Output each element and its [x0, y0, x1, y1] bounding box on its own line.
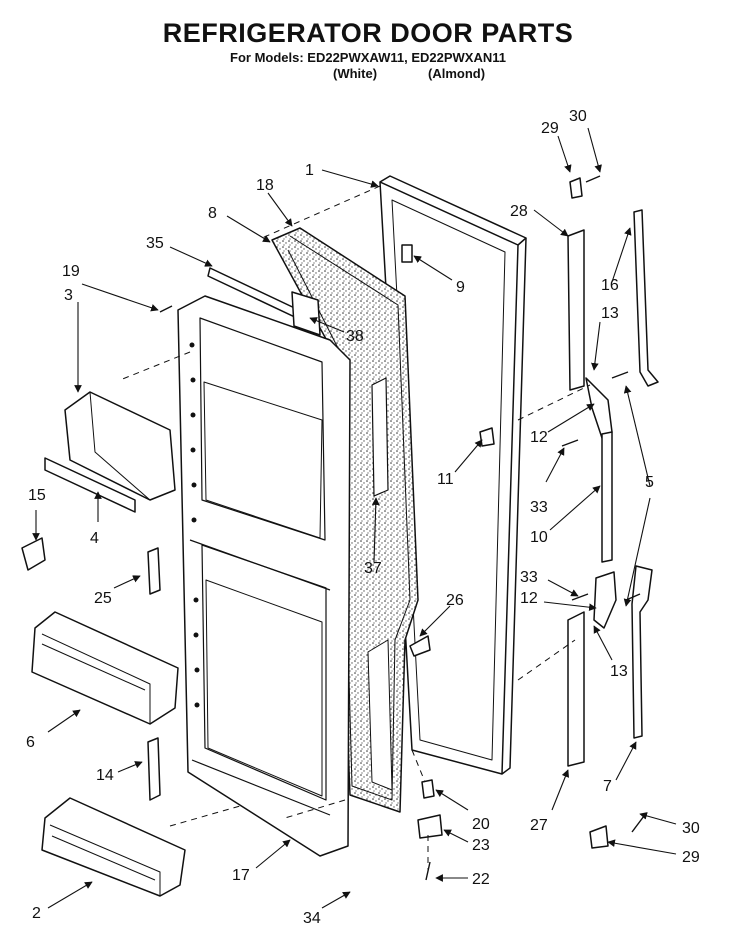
clip-15 [21, 537, 46, 571]
handle-trim-7 [631, 565, 653, 739]
callout-12-lower: 12 [520, 590, 538, 607]
callout-11: 11 [437, 471, 454, 488]
bracket-29a [569, 177, 583, 199]
callout-3: 3 [64, 287, 73, 304]
handle-insert-10 [601, 431, 613, 563]
callout-5: 5 [645, 474, 654, 491]
callout-34: 34 [303, 910, 321, 927]
callout-9: 9 [456, 279, 465, 296]
callout-29-top: 29 [541, 120, 559, 137]
callout-18: 18 [256, 177, 274, 194]
callout-30-bottom: 30 [682, 820, 700, 837]
callout-2: 2 [32, 905, 41, 922]
callout-labels: 1 18 8 35 19 3 9 38 29 30 28 16 13 12 5 … [26, 108, 700, 927]
hinge-26 [409, 635, 431, 657]
callout-7: 7 [603, 778, 612, 795]
callout-28: 28 [510, 203, 528, 220]
callout-29-bottom: 29 [682, 849, 700, 866]
clip-11 [479, 427, 495, 447]
callout-33-lower: 33 [520, 569, 538, 586]
handle-end-12b [593, 571, 617, 629]
dairy-compartment [44, 391, 176, 513]
callout-13-upper: 13 [601, 305, 619, 322]
callout-6: 6 [26, 734, 35, 751]
callout-26: 26 [446, 592, 464, 609]
callout-37: 37 [364, 560, 382, 577]
diagram-title: REFRIGERATOR DOOR PARTS [162, 18, 574, 48]
door-bin-6 [31, 611, 179, 725]
handle-cap-27 [567, 611, 585, 767]
door-bin-2 [41, 797, 186, 897]
variant-almond: (Almond) [428, 66, 486, 81]
bracket-14 [147, 737, 161, 801]
plug-9 [401, 244, 413, 263]
callout-20: 20 [472, 816, 490, 833]
callout-19: 19 [62, 263, 80, 280]
callout-22: 22 [472, 871, 490, 888]
callout-30-top: 30 [569, 108, 587, 125]
callout-10: 10 [530, 529, 548, 546]
callout-15: 15 [28, 487, 46, 504]
handle-end-12a [585, 377, 613, 439]
assembly-guides [119, 185, 591, 872]
trim-38 [291, 291, 321, 336]
callout-16: 16 [601, 277, 619, 294]
bracket-25 [147, 547, 161, 595]
handle-cap-28 [567, 229, 585, 391]
inner-door-liner [177, 295, 351, 857]
callout-38: 38 [346, 328, 364, 345]
callout-14: 14 [96, 767, 114, 784]
callout-27: 27 [530, 817, 548, 834]
callout-8: 8 [208, 205, 217, 222]
model-numbers: For Models: ED22PWXAW11, ED22PWXAN11 [230, 50, 506, 65]
shelf-stud-holes [189, 342, 200, 708]
callout-17: 17 [232, 867, 250, 884]
leader-lines [32, 127, 677, 909]
callout-25: 25 [94, 590, 112, 607]
callout-13-lower: 13 [610, 663, 628, 680]
handle-trim-16 [633, 209, 659, 387]
callout-35: 35 [146, 235, 164, 252]
variant-white: (White) [333, 66, 378, 81]
bushing-20 [421, 779, 435, 799]
bracket-29b [589, 825, 609, 849]
callout-12-upper: 12 [530, 429, 548, 446]
callout-1: 1 [305, 162, 314, 179]
callout-4: 4 [90, 530, 99, 547]
callout-23: 23 [472, 837, 490, 854]
bracket-23 [417, 814, 443, 839]
callout-33-upper: 33 [530, 499, 548, 516]
